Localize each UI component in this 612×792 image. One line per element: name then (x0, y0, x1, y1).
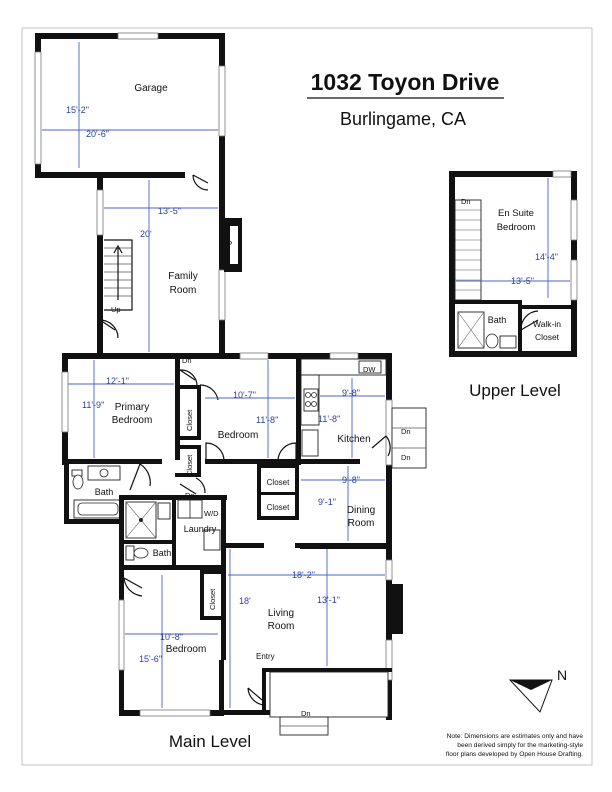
room-kitchen: Kitchen (337, 434, 370, 445)
dim-kitchen-width: 9'-8" (342, 388, 360, 398)
bath-laundry-area (64, 459, 305, 660)
property-city: Burlingame, CA (340, 109, 466, 129)
dim-en-suite-depth: 14'-4" (535, 252, 558, 262)
room-living-line1: Living (268, 608, 294, 619)
label-dn-kitchen-1: Dn (401, 427, 411, 436)
garage-area (34, 32, 226, 191)
label-closet-a: Closet (267, 478, 290, 487)
label-fireplace: FP (222, 240, 232, 249)
room-laundry: Laundry (184, 524, 217, 534)
room-family-line2: Room (170, 285, 197, 296)
compass-north-label: N (557, 667, 567, 683)
upper-level-plan (449, 170, 578, 357)
room-en-suite-line2: Bedroom (497, 222, 536, 233)
label-closet-primary: Closet (185, 409, 194, 431)
dim-primary-depth: 11'-9" (82, 400, 104, 410)
room-bedroom-low: Bedroom (166, 644, 207, 655)
room-walkin-line1: Walk-in (533, 319, 561, 329)
family-room-area (96, 172, 242, 357)
dim-living-depth-2: 13'-1" (317, 595, 340, 605)
label-dn-laundry: Dn (185, 491, 195, 500)
room-garage: Garage (134, 83, 168, 94)
room-walkin-line2: Closet (535, 332, 560, 342)
dim-bedroom-mid-width: 10'-7" (233, 390, 256, 400)
room-primary-line2: Bedroom (112, 415, 153, 426)
room-bath-small: Bath (153, 548, 172, 558)
dim-garage-width: 20'-6" (86, 129, 109, 139)
label-closet-b: Closet (267, 503, 290, 512)
label-entry: Entry (256, 652, 275, 661)
label-dn-entry: Dn (301, 709, 311, 718)
label-washer-dryer: W/D (204, 509, 219, 518)
kitchen-dining-area (300, 353, 427, 553)
label-stairs-up: Up (111, 305, 121, 314)
dim-family-width: 13'-5" (158, 206, 181, 216)
dim-garage-depth: 15'-2" (66, 105, 89, 115)
property-address: 1032 Toyon Drive (311, 69, 500, 95)
dim-kitchen-depth: 11'-8" (318, 414, 340, 424)
disclaimer-line-2: been derived simply for the marketing-st… (457, 742, 583, 749)
disclaimer-line-3: floor plans developed by Open House Draf… (446, 751, 583, 758)
label-dishwasher: DW (363, 365, 376, 374)
room-dining-line1: Dining (347, 505, 375, 516)
room-living-line2: Room (268, 621, 295, 632)
label-dn-upper: Dn (461, 197, 471, 206)
dim-en-suite-width: 13'-5" (511, 276, 534, 286)
bedroom-wing (61, 352, 392, 520)
room-bedroom-mid: Bedroom (218, 430, 259, 441)
dim-dining-depth: 9'-1" (318, 497, 336, 507)
disclaimer-line-1: Note: Dimensions are estimates only and … (447, 733, 584, 740)
room-bath-main: Bath (95, 487, 114, 497)
room-family-line1: Family (168, 271, 197, 282)
compass-icon (508, 679, 553, 713)
lower-bedroom-area (118, 565, 224, 717)
dim-bedroom-mid-depth: 11'-8" (256, 415, 278, 425)
label-dn-family: Dn (182, 356, 192, 365)
dim-dining-width: 9'-8" (342, 475, 360, 485)
room-primary-line1: Primary (115, 402, 149, 413)
room-dining-line2: Room (348, 518, 375, 529)
level-main-title: Main Level (169, 732, 251, 751)
dim-bedroom-low-width: 10'-8" (160, 632, 183, 642)
room-en-suite-line1: En Suite (498, 208, 534, 219)
dim-bedroom-low-depth: 15'-6" (139, 654, 162, 664)
dim-family-depth: 20' (140, 229, 152, 239)
dim-primary-width: 12'-1" (106, 376, 129, 386)
level-upper-title: Upper Level (469, 381, 561, 400)
dim-living-depth-1: 18' (239, 596, 251, 606)
label-closet-hall: Closet (185, 454, 194, 476)
dim-living-width: 18'-2" (292, 570, 315, 580)
label-dn-kitchen-2: Dn (401, 453, 411, 462)
label-closet-low: Closet (208, 588, 217, 610)
room-bath-upper: Bath (488, 315, 507, 325)
living-room-area (222, 545, 403, 736)
